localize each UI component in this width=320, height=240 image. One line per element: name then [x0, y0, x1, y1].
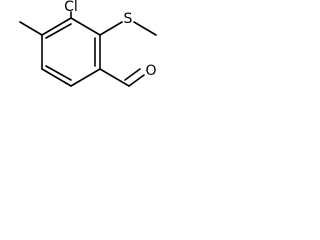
ring-bond-c4-c5 [70, 68, 101, 87]
atom-chlorine-label: Cl [64, 0, 78, 15]
ring-bond-c1-c2 [41, 17, 72, 36]
ring-bond-c3-c4 [41, 68, 72, 87]
bond-ring-sulfur [99, 21, 123, 36]
bond-aldehyde-oxygen-2 [124, 68, 141, 81]
ring-bond-c6-c1 [70, 17, 101, 36]
atom-oxygen-label: O [145, 63, 156, 79]
bond-ring-methyl [19, 21, 43, 36]
molecule-structure: Cl S O [19, 0, 157, 87]
bond-ring-aldehyde [99, 68, 130, 87]
ring-double-bond-c1-c2 [45, 23, 72, 39]
atom-sulfur-label: S [124, 11, 133, 27]
ring-double-bond-c3-c4 [45, 65, 72, 81]
bond-aldehyde-oxygen-1 [128, 74, 145, 87]
bond-sulfur-methyl [133, 21, 157, 36]
